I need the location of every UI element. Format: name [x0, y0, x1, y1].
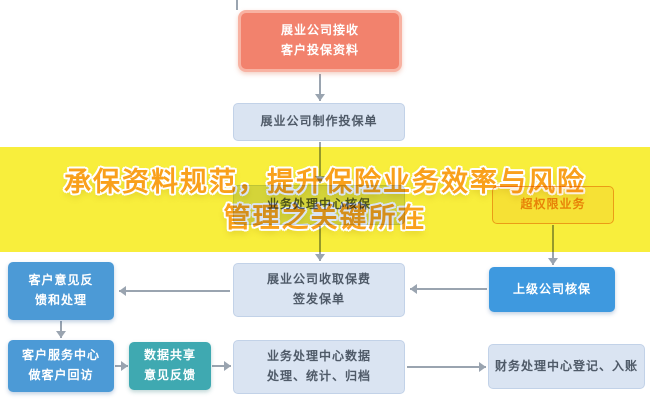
flow-node-data-share: 数据共享意见反馈	[129, 342, 211, 390]
flow-node-service-center: 客户服务中心做客户回访	[8, 340, 114, 392]
flow-node-data-process: 业务处理中心数据处理、统计、归档	[233, 340, 405, 394]
flow-node-superior-underwrite: 上级公司核保	[489, 267, 615, 312]
flow-node-collect-premium: 展业公司收取保费签发保单	[233, 263, 405, 317]
flow-node-label: 做客户回访	[28, 368, 94, 382]
flow-edge	[119, 290, 230, 292]
flow-node-label: 客户投保资料	[280, 43, 359, 57]
flow-node-label: 客户意见反	[28, 273, 94, 288]
flow-node-receive: 展业公司接收客户投保资料	[238, 10, 402, 72]
flow-edge	[212, 365, 231, 367]
flow-node-finance: 财务处理中心登记、入账	[488, 344, 645, 389]
flow-node-label: 处理、统计、归档	[266, 369, 371, 383]
flow-node-make-form: 展业公司制作投保单	[233, 103, 405, 141]
arrowhead-down	[548, 258, 558, 265]
arrowhead-down	[315, 254, 325, 261]
flow-edge	[236, 0, 238, 10]
flow-edge	[60, 321, 62, 338]
flow-node-label: 展业公司收取保费	[266, 272, 371, 287]
headline-line1: 承保资料规范，提升保险业务效率与风险	[64, 166, 586, 197]
flow-node-label: 展业公司制作投保单	[260, 114, 378, 129]
flow-edge	[407, 366, 486, 368]
flow-node-label: 馈和处理	[34, 293, 87, 307]
flow-node-label: 业务处理中心数据	[266, 349, 371, 364]
arrowhead-right	[224, 361, 231, 371]
flow-node-label: 数据共享	[143, 348, 196, 363]
flow-node-label: 客户服务中心	[21, 348, 100, 363]
flow-node-label: 签发保单	[292, 292, 345, 306]
flow-edge	[319, 74, 321, 101]
headline-line2: 管理之关键所在	[223, 202, 427, 233]
arrowhead-down	[56, 331, 66, 338]
arrowhead-right	[479, 362, 486, 372]
arrowhead-left	[410, 284, 417, 294]
flow-node-customer-feedback: 客户意见反馈和处理	[8, 262, 114, 320]
flow-node-label: 财务处理中心登记、入账	[494, 358, 638, 373]
headline-banner: 承保资料规范，提升保险业务效率与风险 管理之关键所在	[0, 147, 650, 252]
arrowhead-left	[119, 286, 126, 296]
arrowhead-right	[121, 361, 128, 371]
flow-edge	[410, 288, 487, 290]
flow-node-label: 意见反馈	[143, 368, 196, 382]
flow-node-label: 上级公司核保	[512, 281, 591, 296]
flow-node-label: 展业公司接收	[280, 23, 359, 38]
arrowhead-down	[315, 94, 325, 101]
